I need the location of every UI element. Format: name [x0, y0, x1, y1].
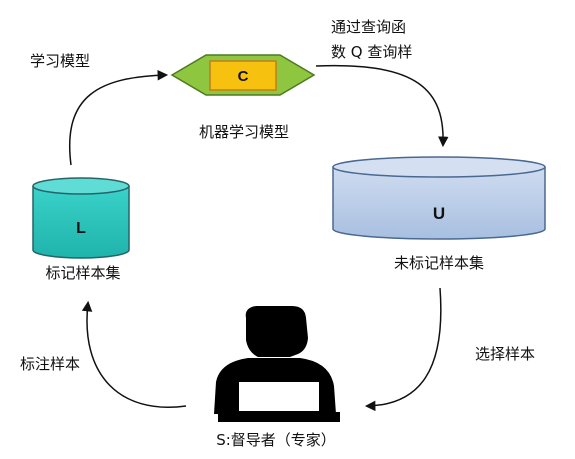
arrow-labeled-to-model	[69, 70, 169, 166]
arrow-unlabeled-to-expert	[364, 287, 442, 412]
edge-label-query-line2: 数 Q 查询样	[331, 43, 413, 61]
model-letter: C	[238, 68, 249, 85]
unlabeled-set-cylinder: U	[332, 156, 546, 240]
unlabeled-letter: U	[433, 204, 445, 223]
model-caption: 机器学习模型	[198, 123, 290, 141]
model-box	[209, 60, 277, 91]
labeled-caption: 标记样本集	[45, 264, 121, 282]
arrow-model-to-unlabeled	[315, 64, 449, 148]
edge-label-annotate-samples: 标注样本	[20, 355, 81, 373]
expert-caption: S:督导者（专家）	[216, 431, 336, 449]
laptop-screen	[237, 380, 321, 413]
expert-head	[245, 306, 308, 357]
edge-label-learn-model: 学习模型	[30, 52, 91, 70]
laptop-base	[218, 412, 340, 422]
edge-label-query-line1: 通过查询函	[331, 18, 407, 36]
labeled-set-cylinder: L	[32, 177, 130, 259]
labeled-letter: L	[76, 220, 86, 237]
edge-label-select-samples: 选择样本	[475, 345, 536, 363]
model-node: C	[170, 54, 316, 96]
unlabeled-caption: 未标记样本集	[393, 254, 485, 272]
expert-person-icon	[214, 306, 340, 422]
arrow-expert-to-labeled	[81, 300, 187, 408]
